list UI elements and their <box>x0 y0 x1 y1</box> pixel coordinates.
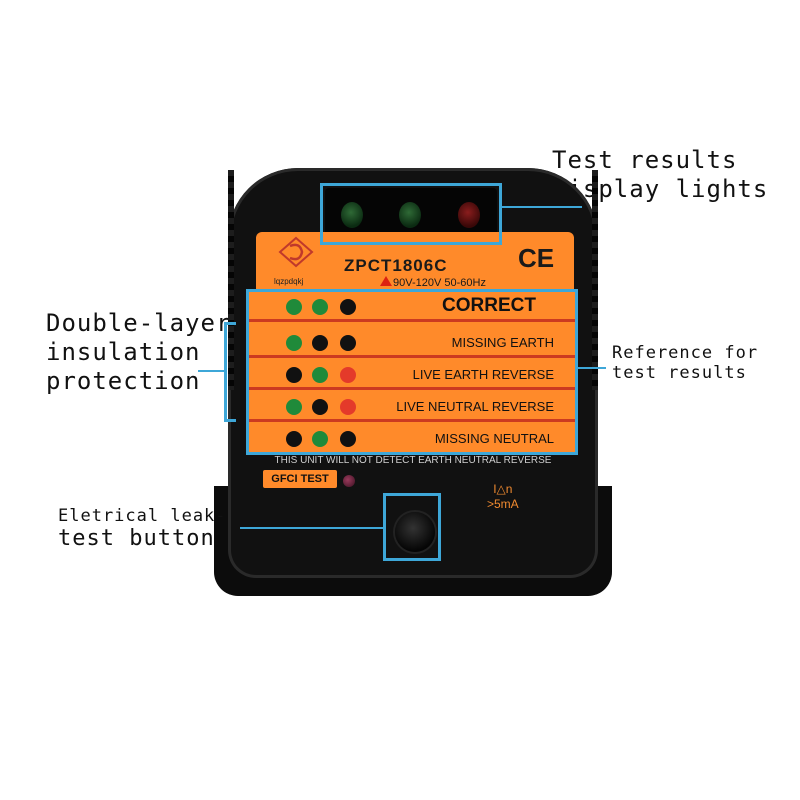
leader-line-insulation <box>198 370 224 372</box>
table-row: MISSING EARTH <box>248 328 576 358</box>
status-dot <box>340 399 356 415</box>
row-label: MISSING NEUTRAL <box>434 431 554 446</box>
status-dot <box>286 431 302 447</box>
status-dot <box>340 367 356 383</box>
leader-line-button <box>240 527 383 529</box>
table-row: LIVE EARTH REVERSE <box>248 360 576 390</box>
callout-line: test results <box>612 363 747 384</box>
callout-reference: Reference for test results <box>612 343 758 384</box>
status-dot <box>340 335 356 351</box>
status-dot <box>312 367 328 383</box>
callout-line: display lights <box>552 174 769 203</box>
status-dot <box>286 367 302 383</box>
callout-line: Test results <box>552 146 738 174</box>
row-label: LIVE EARTH REVERSE <box>412 367 554 382</box>
callout-line: insulation <box>46 337 201 366</box>
table-row: MISSING NEUTRAL <box>248 424 576 454</box>
status-dot <box>312 335 328 351</box>
status-dot <box>312 299 328 315</box>
leak-symbol: I△n <box>493 482 513 496</box>
gfci-indicator-light <box>343 475 355 487</box>
leader-line-reference <box>578 367 606 369</box>
status-dot <box>340 299 356 315</box>
side-grip-right <box>592 170 598 390</box>
callout-line: Reference for <box>612 343 759 363</box>
status-dot <box>312 399 328 415</box>
table-row: LIVE NEUTRAL REVERSE <box>248 392 576 422</box>
row-label: LIVE NEUTRAL REVERSE <box>396 399 554 414</box>
frame-display-lights <box>320 183 502 245</box>
callout-test-button: Eletrical leak-proof test button <box>58 506 283 553</box>
model-number: ZPCT1806C <box>344 256 448 275</box>
indicator-light-2 <box>399 202 421 228</box>
voltage-rating: 90V-120V 50-60Hz <box>393 277 486 289</box>
callout-line: Eletrical leak-proof <box>58 506 283 526</box>
side-grip-left <box>228 170 234 390</box>
brand-name: lqzpdqkj <box>274 277 304 286</box>
callout-line: Double-layer <box>46 309 232 337</box>
disclaimer-text: THIS UNIT WILL NOT DETECT EARTH NEUTRAL … <box>274 455 552 466</box>
brand-logo-icon <box>278 236 314 268</box>
frame-insulation-edge <box>224 322 236 422</box>
callout-display-lights: Test results display lights <box>552 146 768 204</box>
reference-table: CORRECT MISSING EARTH LIVE EARTH REVERSE… <box>248 292 576 452</box>
warning-icon <box>380 276 392 286</box>
status-dot <box>286 335 302 351</box>
frame-test-button <box>383 493 441 561</box>
table-row: CORRECT <box>248 292 576 322</box>
leak-threshold: >5mA <box>487 497 519 511</box>
leakage-test-button[interactable] <box>395 512 435 552</box>
status-dot <box>312 431 328 447</box>
status-dot <box>286 399 302 415</box>
callout-line: test button <box>58 526 215 552</box>
status-dot <box>340 431 356 447</box>
callout-line: protection <box>46 366 201 395</box>
row-label: CORRECT <box>442 295 536 316</box>
leak-current-rating: I△n >5mA <box>487 482 519 512</box>
indicator-light-3 <box>458 202 480 228</box>
frame-reference-table <box>246 289 578 455</box>
leader-line-lights <box>502 206 582 208</box>
ce-mark: CE <box>518 243 555 273</box>
indicator-light-1 <box>341 202 363 228</box>
gfci-test-label: GFCI TEST <box>263 470 337 488</box>
callout-insulation: Double-layer insulation protection <box>46 309 231 395</box>
row-label: MISSING EARTH <box>451 335 554 350</box>
status-dot <box>286 299 302 315</box>
